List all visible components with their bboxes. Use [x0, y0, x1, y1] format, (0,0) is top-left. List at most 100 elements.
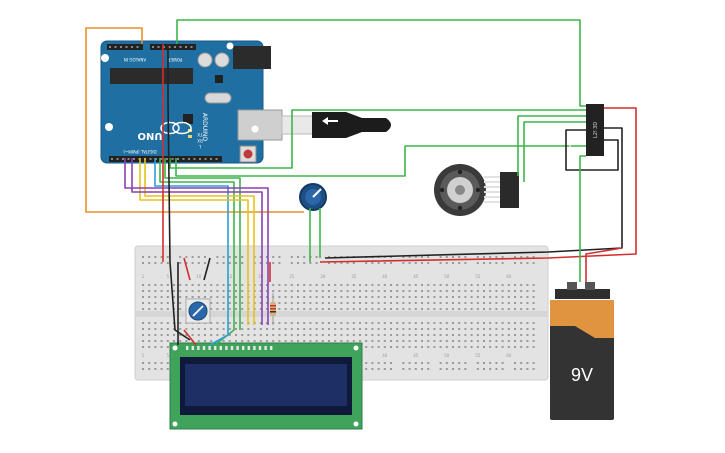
wire-black-loop[interactable]: [565, 129, 619, 171]
breadboard-hole: [526, 302, 529, 304]
breadboard-hole: [383, 322, 386, 324]
wire-green-motor-2[interactable]: [523, 121, 586, 182]
breadboard-hole: [346, 334, 349, 336]
breadboard-hole: [259, 334, 262, 336]
breadboard-hole: [421, 368, 423, 370]
breadboard-hole: [259, 322, 262, 324]
breadboard-hole: [520, 284, 523, 286]
breadboard-hole: [179, 322, 182, 324]
wire-green-top[interactable]: [176, 19, 586, 107]
breadboard-hole: [315, 262, 318, 264]
breadboard-hole: [526, 334, 529, 336]
breadboard-hole: [272, 340, 275, 342]
wire-green-lcd-2[interactable]: [164, 158, 241, 330]
breadboard-hole: [532, 284, 535, 286]
breadboard-hole: [445, 262, 448, 264]
breadboard-hole: [297, 262, 299, 264]
breadboard-hole: [166, 256, 169, 258]
breadboard-hole: [396, 340, 399, 342]
breadboard-hole: [433, 284, 436, 286]
breadboard-hole: [514, 290, 516, 292]
breadboard-hole: [495, 302, 498, 304]
wire-yellow-2[interactable]: [144, 158, 255, 325]
breadboard-hole: [452, 302, 454, 304]
breadboard-hole: [532, 308, 535, 310]
breadboard-hole: [160, 302, 163, 304]
battery-9v[interactable]: 9V: [550, 282, 614, 420]
breadboard-hole: [445, 322, 448, 324]
breadboard-hole: [433, 296, 436, 298]
breadboard-hole: [142, 308, 144, 310]
breadboard-hole: [241, 262, 244, 264]
wire-purple-2[interactable]: [131, 158, 263, 325]
breadboard-hole: [160, 362, 163, 364]
breadboard-hole: [414, 322, 417, 324]
breadboard-hole: [204, 290, 206, 292]
reset-button-cap: [243, 149, 253, 159]
wire-yellow-1[interactable]: [139, 158, 249, 325]
encoder-motor[interactable]: [434, 164, 519, 216]
wire-red-jumper[interactable]: [183, 257, 191, 281]
breadboard-hole: [148, 340, 151, 342]
breadboard-hole: [396, 284, 399, 286]
wire-green-usb[interactable]: [169, 109, 586, 169]
breadboard-hole: [427, 284, 430, 286]
wire-blue[interactable]: [154, 158, 229, 346]
breadboard-hole: [439, 340, 442, 342]
lcd-16x2[interactable]: [169, 342, 363, 430]
column-number-top: 60: [506, 274, 512, 279]
column-number-bottom: 55: [475, 353, 481, 358]
breadboard-hole: [402, 334, 405, 336]
breadboard-hole: [253, 340, 256, 342]
wire-black-gnd[interactable]: [167, 44, 191, 341]
header-pin: [133, 158, 135, 160]
breadboard-hole: [185, 334, 188, 336]
breadboard-hole: [458, 262, 461, 264]
wire-black-jumper[interactable]: [203, 257, 211, 281]
breadboard-hole: [390, 290, 392, 292]
potentiometer-top[interactable]: [299, 183, 327, 211]
wire-green-battery[interactable]: [579, 155, 586, 282]
breadboard-hole: [526, 290, 529, 292]
breadboard-hole: [148, 262, 151, 264]
breadboard-hole: [222, 340, 225, 342]
breadboard-hole: [346, 308, 349, 310]
wire-red-lcd[interactable]: [183, 329, 197, 346]
breadboard-hole: [408, 308, 411, 310]
breadboard-hole: [297, 334, 299, 336]
wire-purple-1[interactable]: [124, 158, 269, 325]
wire-red-battery[interactable]: [585, 247, 623, 282]
breadboard-hole: [483, 290, 485, 292]
breadboard-hole: [421, 362, 423, 364]
breadboard-hole: [433, 328, 436, 330]
breadboard-hole: [520, 368, 523, 370]
usb-cable[interactable]: [281, 112, 391, 138]
breadboard-hole: [334, 296, 337, 298]
breadboard-hole: [228, 334, 231, 336]
wire-white-loop[interactable]: [569, 133, 613, 165]
wire-red-rail[interactable]: [319, 107, 637, 263]
arduino-uno-board[interactable]: UNO ARDUINO ANALOG IN POWER DIGITAL (PWM…: [100, 40, 283, 164]
wire-orange[interactable]: [85, 27, 304, 213]
breadboard-hole: [284, 290, 287, 292]
breadboard-hole: [253, 328, 256, 330]
wire-green-digital[interactable]: [175, 145, 586, 177]
breadboard-hole: [445, 308, 448, 310]
breadboard-hole: [160, 368, 163, 370]
breadboard-hole: [520, 256, 523, 258]
trim-potentiometer[interactable]: [185, 298, 211, 324]
breadboard-hole: [235, 296, 237, 298]
breadboard-hole: [352, 284, 355, 286]
breadboard-hole: [334, 340, 337, 342]
breadboard-hole: [303, 302, 306, 304]
wire-green-motor-1[interactable]: [517, 115, 586, 176]
lcd-pin: [236, 346, 239, 350]
breadboard-hole: [439, 296, 442, 298]
breadboard-hole: [235, 340, 237, 342]
breadboard-hole: [458, 302, 461, 304]
breadboard-hole: [507, 322, 510, 324]
breadboard-hole: [204, 262, 206, 264]
breadboard-hole: [173, 296, 175, 298]
resistor[interactable]: [270, 293, 276, 325]
breadboard-hole: [495, 346, 498, 348]
